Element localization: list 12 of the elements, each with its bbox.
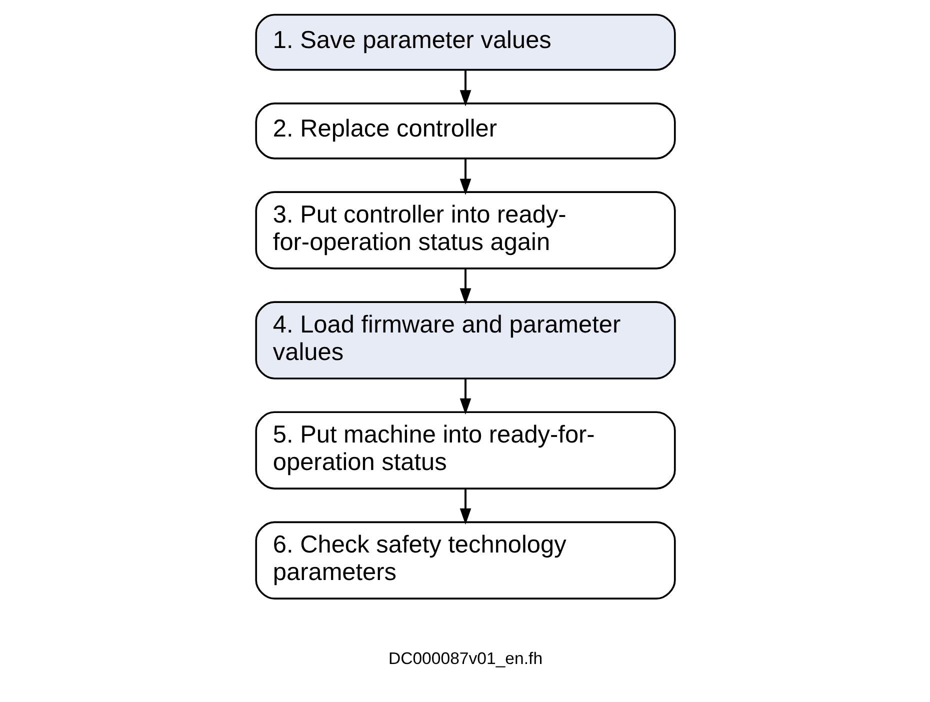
- node-box: 3. Put controller into ready-for-operation status again: [254, 191, 676, 270]
- label: DC000087v01_en.fh: [388, 649, 542, 668]
- arrow: [459, 70, 471, 106]
- arrow: [459, 268, 471, 305]
- arrow: [459, 488, 471, 525]
- arrow: [459, 378, 471, 415]
- node-box: 2. Replace controller: [254, 102, 676, 160]
- node-box: 4. Load firmware and parameter values: [254, 301, 676, 380]
- node-box: 5. Put machine into ready-for-operation status: [254, 411, 676, 490]
- node-box: 6. Check safety technology parameters: [254, 521, 676, 600]
- arrow: [459, 158, 471, 195]
- node-box: 1. Save parameter values: [254, 14, 676, 71]
